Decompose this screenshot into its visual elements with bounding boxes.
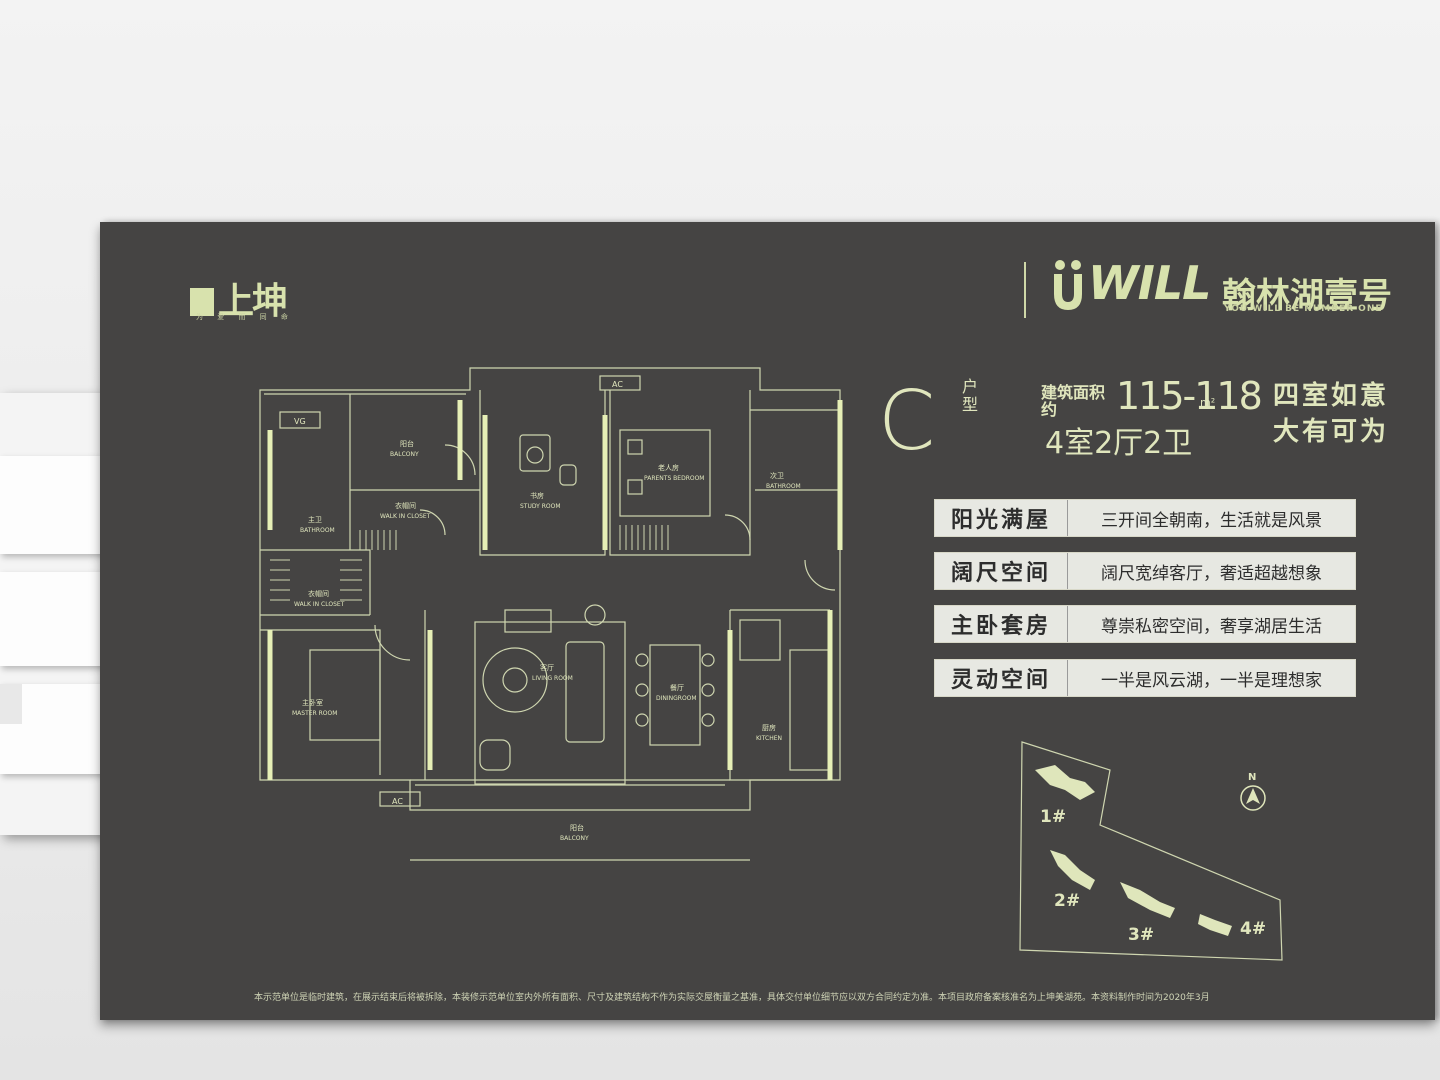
project-name: 翰林湖壹号 — [1222, 276, 1392, 316]
fp-label-living-en: LIVING ROOM — [532, 675, 573, 682]
feature-row: 主卧套房 尊崇私密空间，奢享湖居生活 — [934, 605, 1356, 643]
building-label: 4# — [1240, 919, 1266, 939]
building-label: 1# — [1040, 807, 1066, 827]
fp-label-dining-en: DININGROOM — [656, 695, 697, 702]
fp-label-ac: AC — [392, 797, 403, 806]
area-unit: m² — [1200, 396, 1216, 409]
north-label: N — [1248, 772, 1256, 783]
fp-label-closet2-cn: 衣帽间 — [308, 589, 329, 598]
feature-title: 阳光满屋 — [935, 500, 1068, 536]
building-label: 2# — [1054, 891, 1080, 911]
fp-label-balcony2-cn: 阳台 — [570, 823, 584, 832]
unit-type-label: 户型 — [962, 377, 979, 414]
building-label: 3# — [1128, 925, 1154, 945]
fp-label-living-cn: 客厅 — [540, 663, 554, 672]
feature-desc: 三开间全朝南，生活就是风景 — [1101, 510, 1322, 531]
logo-divider — [1024, 262, 1026, 318]
area-value: 115-118 — [1116, 374, 1263, 418]
floor-plan: VG AC AC 阳台 BALCONY 衣帽间 WALK IN CLOSET 书… — [259, 367, 843, 861]
feature-row: 阳光满屋 三开间全朝南，生活就是风景 — [934, 499, 1356, 537]
developer-mark-icon — [190, 288, 214, 316]
area-label: 建筑面积约 — [1041, 383, 1106, 419]
unit-slogan: 四室如意 大有可为 — [1273, 378, 1389, 450]
fp-label-ac: AC — [612, 380, 623, 389]
feature-desc: 尊崇私密空间，奢享湖居生活 — [1101, 616, 1322, 637]
fp-label-bath2-cn: 次卫 — [770, 471, 784, 480]
slogan-line: 大有可为 — [1273, 417, 1390, 447]
fp-label-parents-en: PARENTS BEDROOM — [644, 475, 705, 482]
fp-label-study-en: STUDY ROOM — [520, 503, 561, 510]
feature-row: 阔尺空间 阔尺宽绰客厅，奢适超越想象 — [934, 552, 1356, 590]
fp-label-dining-cn: 餐厅 — [670, 683, 684, 692]
fp-label-closet2-en: WALK IN CLOSET — [294, 601, 345, 608]
fp-label-master-en: MASTER ROOM — [292, 710, 337, 717]
fp-label-bath1-en: BATHROOM — [300, 527, 335, 534]
project-wordmark: WILL — [1088, 256, 1211, 310]
feature-title: 主卧套房 — [935, 606, 1068, 642]
fp-label-bath1-cn: 主卫 — [308, 515, 322, 524]
fp-label-vg: VG — [294, 417, 306, 426]
bracket-notch — [0, 684, 22, 724]
fp-label-parents-cn: 老人房 — [658, 463, 679, 472]
north-arrow-icon: N — [1240, 772, 1266, 811]
fp-label-balcony-cn: 阳台 — [400, 439, 414, 448]
fp-label-closet-en: WALK IN CLOSET — [380, 513, 431, 520]
feature-title: 阔尺空间 — [935, 553, 1068, 589]
slogan-line: 四室如意 — [1273, 381, 1390, 411]
rooms-count: 4室2厅2卫 — [1045, 426, 1193, 461]
fp-label-closet-cn: 衣帽间 — [395, 501, 416, 510]
developer-logo: 上坤 — [190, 272, 288, 324]
developer-slogan: 为 爱 而 同 命 — [196, 313, 294, 321]
fp-label-balcony2-en: BALCONY — [560, 835, 589, 842]
developer-name: 上坤 — [218, 281, 288, 322]
site-plan: 1# 2# 3# 4# N — [1019, 741, 1283, 961]
fp-label-bath2-en: BATHROOM — [766, 483, 801, 490]
feature-row: 灵动空间 一半是风云湖，一半是理想家 — [934, 659, 1356, 697]
feature-desc: 阔尺宽绰客厅，奢适超越想象 — [1101, 563, 1322, 584]
fp-label-balcony-en: BALCONY — [390, 451, 419, 458]
fp-label-study-cn: 书房 — [530, 491, 544, 500]
disclaimer: 本示范单位是临时建筑，在展示结束后将被拆除，本装修示范单位室内外所有面积、尺寸及… — [254, 993, 1210, 1003]
fp-label-master-cn: 主卧室 — [302, 698, 323, 707]
fp-label-kitchen-cn: 厨房 — [762, 723, 776, 732]
feature-title: 灵动空间 — [935, 660, 1068, 696]
unit-type-letter: C — [878, 374, 936, 469]
feature-desc: 一半是风云湖，一半是理想家 — [1101, 670, 1322, 691]
uwill-u-icon — [1054, 260, 1082, 310]
fp-label-kitchen-en: KITCHEN — [756, 735, 782, 742]
project-tagline: YOU WILL BE NUMBER ONE — [1224, 304, 1383, 314]
